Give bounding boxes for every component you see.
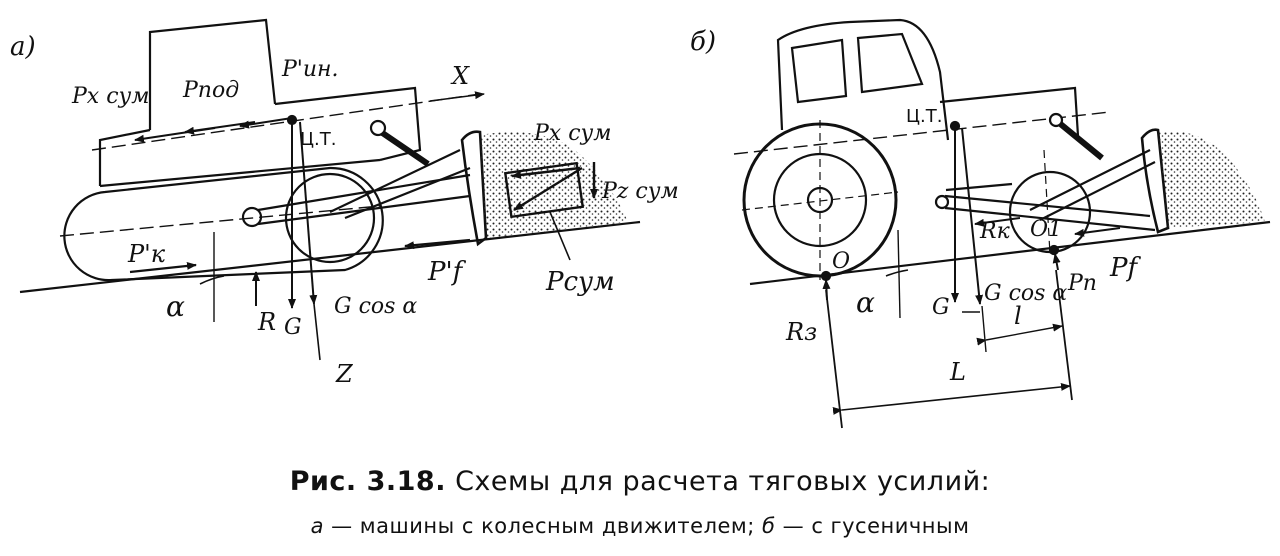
panel-a-label-r: R bbox=[257, 308, 276, 336]
panel-b-label-rk: Rк bbox=[979, 219, 1011, 244]
panel-a-p-in-force-arrow bbox=[239, 117, 293, 129]
panel-a-upper-arm bbox=[329, 149, 471, 220]
panel-b-frame-pivot bbox=[934, 194, 950, 210]
figure-number: Рис. 3.18. bbox=[289, 466, 446, 497]
panel-b-soil-heap bbox=[1158, 131, 1265, 228]
panel-a-label-g: G bbox=[284, 315, 302, 340]
panel-a-z-axis bbox=[313, 303, 321, 361]
panel-b-label-o1: O1 bbox=[1030, 217, 1062, 242]
panel-b-g-cos-arrow bbox=[961, 127, 984, 305]
panel-b-alpha-line bbox=[897, 229, 901, 319]
panel-a-p-f-arrow bbox=[404, 238, 471, 250]
panel-a-p-sum-leader bbox=[549, 211, 571, 261]
panel-b-cab-window-right bbox=[856, 32, 924, 94]
panel-b-pn-line bbox=[1055, 269, 1073, 401]
panel-a-alpha-arc bbox=[199, 275, 225, 285]
figure-title: Схемы для расчета тяговых усилий: bbox=[455, 466, 991, 497]
caption-a-text: — машины с колесным движителем; bbox=[323, 514, 763, 538]
panel-a-tag: а) bbox=[10, 32, 36, 62]
panel-b-label-rz: Rз bbox=[785, 318, 817, 346]
panel-a-label-p-f: P'f bbox=[427, 257, 467, 287]
caption-b-letter: б bbox=[762, 514, 776, 538]
panel-a-track-axis bbox=[59, 205, 381, 237]
panel-b-hood bbox=[939, 86, 1080, 192]
panel-a-force-rectangle bbox=[503, 161, 585, 219]
panel-b-tag: б) bbox=[690, 27, 716, 57]
panel-b-pn-arrow bbox=[1052, 253, 1061, 271]
panel-b-l-small-ext bbox=[981, 305, 987, 353]
panel-b-point-o1 bbox=[1048, 244, 1060, 256]
panel-b-label-l-small: l bbox=[1014, 302, 1022, 330]
panel-b-cab-outline bbox=[776, 18, 950, 141]
panel-a-label-p-x-sum: Pх сум bbox=[71, 84, 150, 109]
panel-b-label-pn: Pn bbox=[1067, 271, 1097, 296]
panel-b-label-g-cos: G cos α bbox=[984, 281, 1067, 306]
panel-b bbox=[733, 18, 1271, 429]
panel-b-label-pf: Pf bbox=[1109, 253, 1141, 283]
panel-a-track bbox=[63, 166, 384, 282]
panel-b-rk-arrow bbox=[974, 217, 1021, 227]
panel-a-g-cos-arrow bbox=[299, 121, 318, 305]
panel-a bbox=[19, 18, 641, 361]
panel-b-cab-window-left bbox=[790, 38, 848, 104]
panel-a-cab-outline bbox=[148, 18, 277, 130]
panel-a-label-x-axis: X bbox=[450, 62, 470, 90]
panel-b-label-ct: Ц.Т. bbox=[906, 106, 942, 127]
panel-b-cylinder-pivot bbox=[1048, 112, 1064, 128]
panel-b-push-frame bbox=[944, 194, 1156, 232]
panel-a-label-p-k: P'к bbox=[127, 240, 166, 268]
panel-a-label-p-x-sum-box: Pх сум bbox=[533, 121, 612, 146]
panel-a-front-idler bbox=[284, 172, 376, 264]
panel-a-arm-pivot bbox=[241, 206, 263, 228]
caption-b-text: — с гусеничным bbox=[775, 514, 970, 538]
panel-a-label-p-sum: Pсум bbox=[545, 267, 615, 297]
panel-a-blade bbox=[460, 130, 488, 247]
panel-a-p-k-arrow bbox=[129, 261, 197, 274]
panel-b-alpha-arc bbox=[885, 269, 909, 277]
panel-a-label-p-pod: Pпод bbox=[182, 78, 239, 103]
panel-a-x-axis bbox=[91, 93, 481, 151]
panel-a-body-outline bbox=[98, 86, 422, 186]
panel-a-hydraulic-cylinder bbox=[376, 127, 430, 167]
panel-a-p-pod-force-arrow bbox=[184, 121, 256, 135]
panel-a-label-alpha: α bbox=[166, 290, 185, 323]
panel-a-p-sum-arrow bbox=[513, 166, 583, 212]
caption-a-letter: а bbox=[310, 514, 324, 538]
panel-a-label-p-z-sum: Pz сум bbox=[601, 179, 679, 204]
panel-b-label-alpha: α bbox=[856, 286, 875, 319]
panel-a-x-axis-arrow bbox=[429, 91, 485, 102]
panel-a-label-z-axis: Z bbox=[335, 360, 354, 388]
panel-b-hydraulic-cylinder bbox=[1056, 119, 1104, 161]
panel-b-blade bbox=[1140, 128, 1170, 234]
panel-b-label-g: G bbox=[932, 295, 950, 320]
figure-caption-title: Рис. 3.18. Схемы для расчета тяговых уси… bbox=[0, 466, 1280, 497]
panel-b-l-big-dim bbox=[832, 382, 1071, 415]
traction-force-diagram: а) Pх сум Pпод P'ин. X Ц.Т. Pх сум Pz су… bbox=[10, 18, 1271, 429]
figure-caption-subtitle: а — машины с колесным движителем; б — с … bbox=[0, 514, 1280, 538]
panel-a-label-g-cos: G cos α bbox=[334, 294, 417, 319]
panel-b-upper-arm bbox=[1029, 149, 1156, 221]
panel-a-cylinder-pivot bbox=[369, 119, 387, 137]
panel-b-label-o: O bbox=[832, 249, 850, 274]
panel-b-rz-line bbox=[825, 289, 843, 429]
panel-b-pf-arrow bbox=[1074, 227, 1121, 237]
panel-b-rz-arrow bbox=[822, 279, 831, 301]
panel-a-label-p-in: P'ин. bbox=[281, 57, 339, 82]
panel-b-body-axis bbox=[733, 111, 1111, 155]
panel-a-p-x-sum-arrow bbox=[511, 166, 581, 179]
panel-b-l-small-dim bbox=[976, 323, 1063, 346]
panel-b-label-l-big: L bbox=[949, 358, 966, 386]
panel-a-label-ct: Ц.Т. bbox=[300, 129, 336, 150]
panel-a-body-lower bbox=[99, 158, 381, 188]
panel-b-point-o bbox=[820, 270, 832, 282]
